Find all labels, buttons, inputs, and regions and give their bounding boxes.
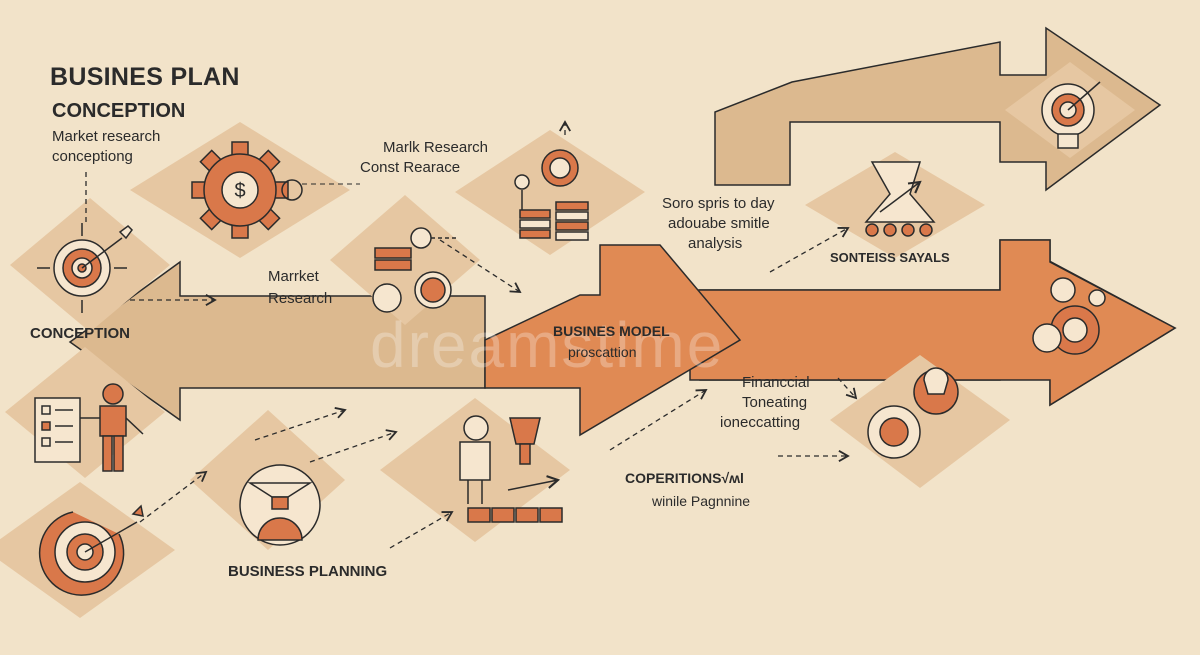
conception-label: CONCEPTION — [30, 325, 131, 342]
target-wrench-icon — [37, 223, 133, 313]
dashed-flow-arrows — [85, 120, 858, 549]
financial-line1: Financcial — [742, 374, 810, 391]
business-model-arrow — [484, 244, 742, 437]
page-title: BUSINES PLAN — [50, 63, 240, 91]
financial-line3: ioneccatting — [720, 414, 801, 431]
gear-dollar-icon: $ — [191, 141, 360, 239]
sonteiss-label: SONTEISS SAYALS — [830, 250, 950, 265]
watermark: dreamstime — [370, 309, 725, 381]
person-trophy-icon — [459, 415, 563, 523]
gears-bulb-icon — [867, 367, 959, 459]
intro-text-line2: conceptiong — [52, 148, 133, 165]
mark-research-line2: Const Rearace — [360, 159, 461, 176]
coperition-line2: winile Pagnnine — [652, 493, 751, 509]
mark-research-line1: Marlk Research — [383, 139, 489, 156]
market-research-icon — [372, 227, 457, 313]
business-planning-label: BUSINESS PLANNING — [228, 563, 388, 580]
target-arrow-icon — [38, 504, 144, 596]
market-research-line2: Research — [268, 290, 333, 307]
market-research-line1: Marrket — [268, 268, 319, 285]
money-stack-icon — [514, 149, 589, 241]
intro-text-line1: Market research — [52, 128, 161, 145]
analysis-line1: Soro spris to day — [662, 195, 775, 212]
business-model-line2: proscattion — [568, 344, 637, 360]
financial-line2: Toneating — [742, 394, 808, 411]
tan-flow-arrow-top — [714, 26, 1162, 192]
analysis-line3: analysis — [688, 235, 743, 252]
gear-people-icon — [1032, 277, 1106, 355]
analysis-line2: adouabe smitle — [668, 215, 770, 232]
funnel-people-icon — [864, 161, 936, 237]
business-model-line1: BUSINES MODEL — [553, 323, 670, 339]
person-funnel-icon — [239, 464, 321, 546]
svg-text:$: $ — [234, 180, 245, 202]
checklist-person-icon — [34, 383, 144, 472]
page-subtitle: CONCEPTION — [52, 100, 186, 122]
coperition-line1: COPERITIONS√ʍl — [625, 470, 744, 486]
bulb-target-icon — [1041, 81, 1101, 149]
